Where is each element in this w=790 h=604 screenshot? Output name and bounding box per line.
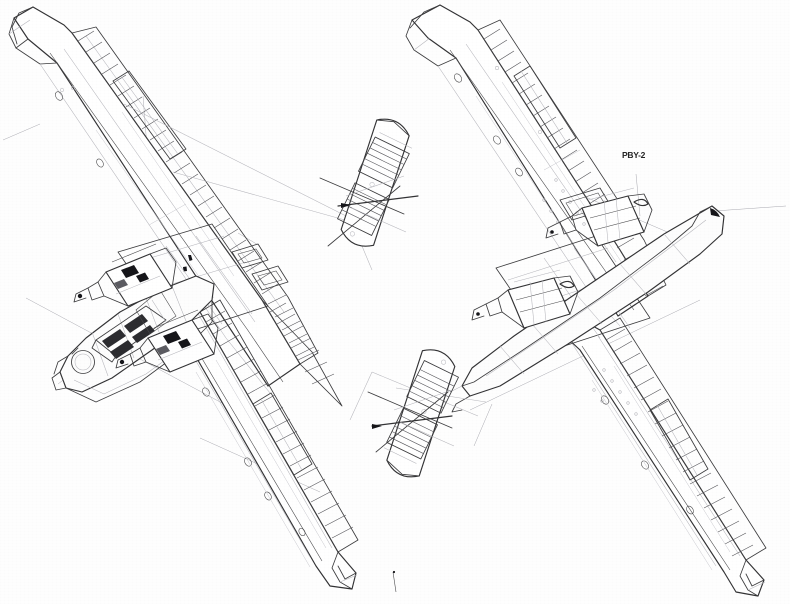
trailing-edge-ribs (261, 299, 343, 407)
fuselage-hull (51, 275, 215, 403)
engine-nacelle-starboard (115, 309, 219, 373)
rivet-lines (95, 111, 235, 299)
aileron-rib-structure (477, 19, 667, 297)
nose-turret (71, 347, 95, 374)
drawing-title-label: PBY-2 (622, 150, 646, 160)
registration-dot (392, 570, 396, 574)
engine-nacelle-port (471, 269, 579, 329)
registration-tick (392, 571, 397, 593)
trailing-edge-ribs (599, 317, 767, 561)
aircraft-upper-left (2, 6, 373, 590)
inspection-panels (55, 86, 104, 168)
wingtip-float (319, 118, 419, 247)
trailing-edge-ribs (199, 299, 359, 553)
right-wing-panel (547, 305, 767, 597)
aileron-rib-structure (71, 26, 319, 365)
aircraft-lower-right (349, 4, 787, 597)
wingtip-float (367, 349, 459, 478)
cockpit-canopy (91, 305, 167, 363)
inspection-panels (202, 387, 306, 537)
inspection-panels (454, 66, 542, 177)
rivet-lines (591, 365, 731, 571)
rivet-lines (195, 359, 327, 568)
engine-nacelle-port (73, 243, 177, 307)
left-wing-panel (8, 6, 343, 407)
engine-nacelle-starboard (545, 187, 653, 247)
